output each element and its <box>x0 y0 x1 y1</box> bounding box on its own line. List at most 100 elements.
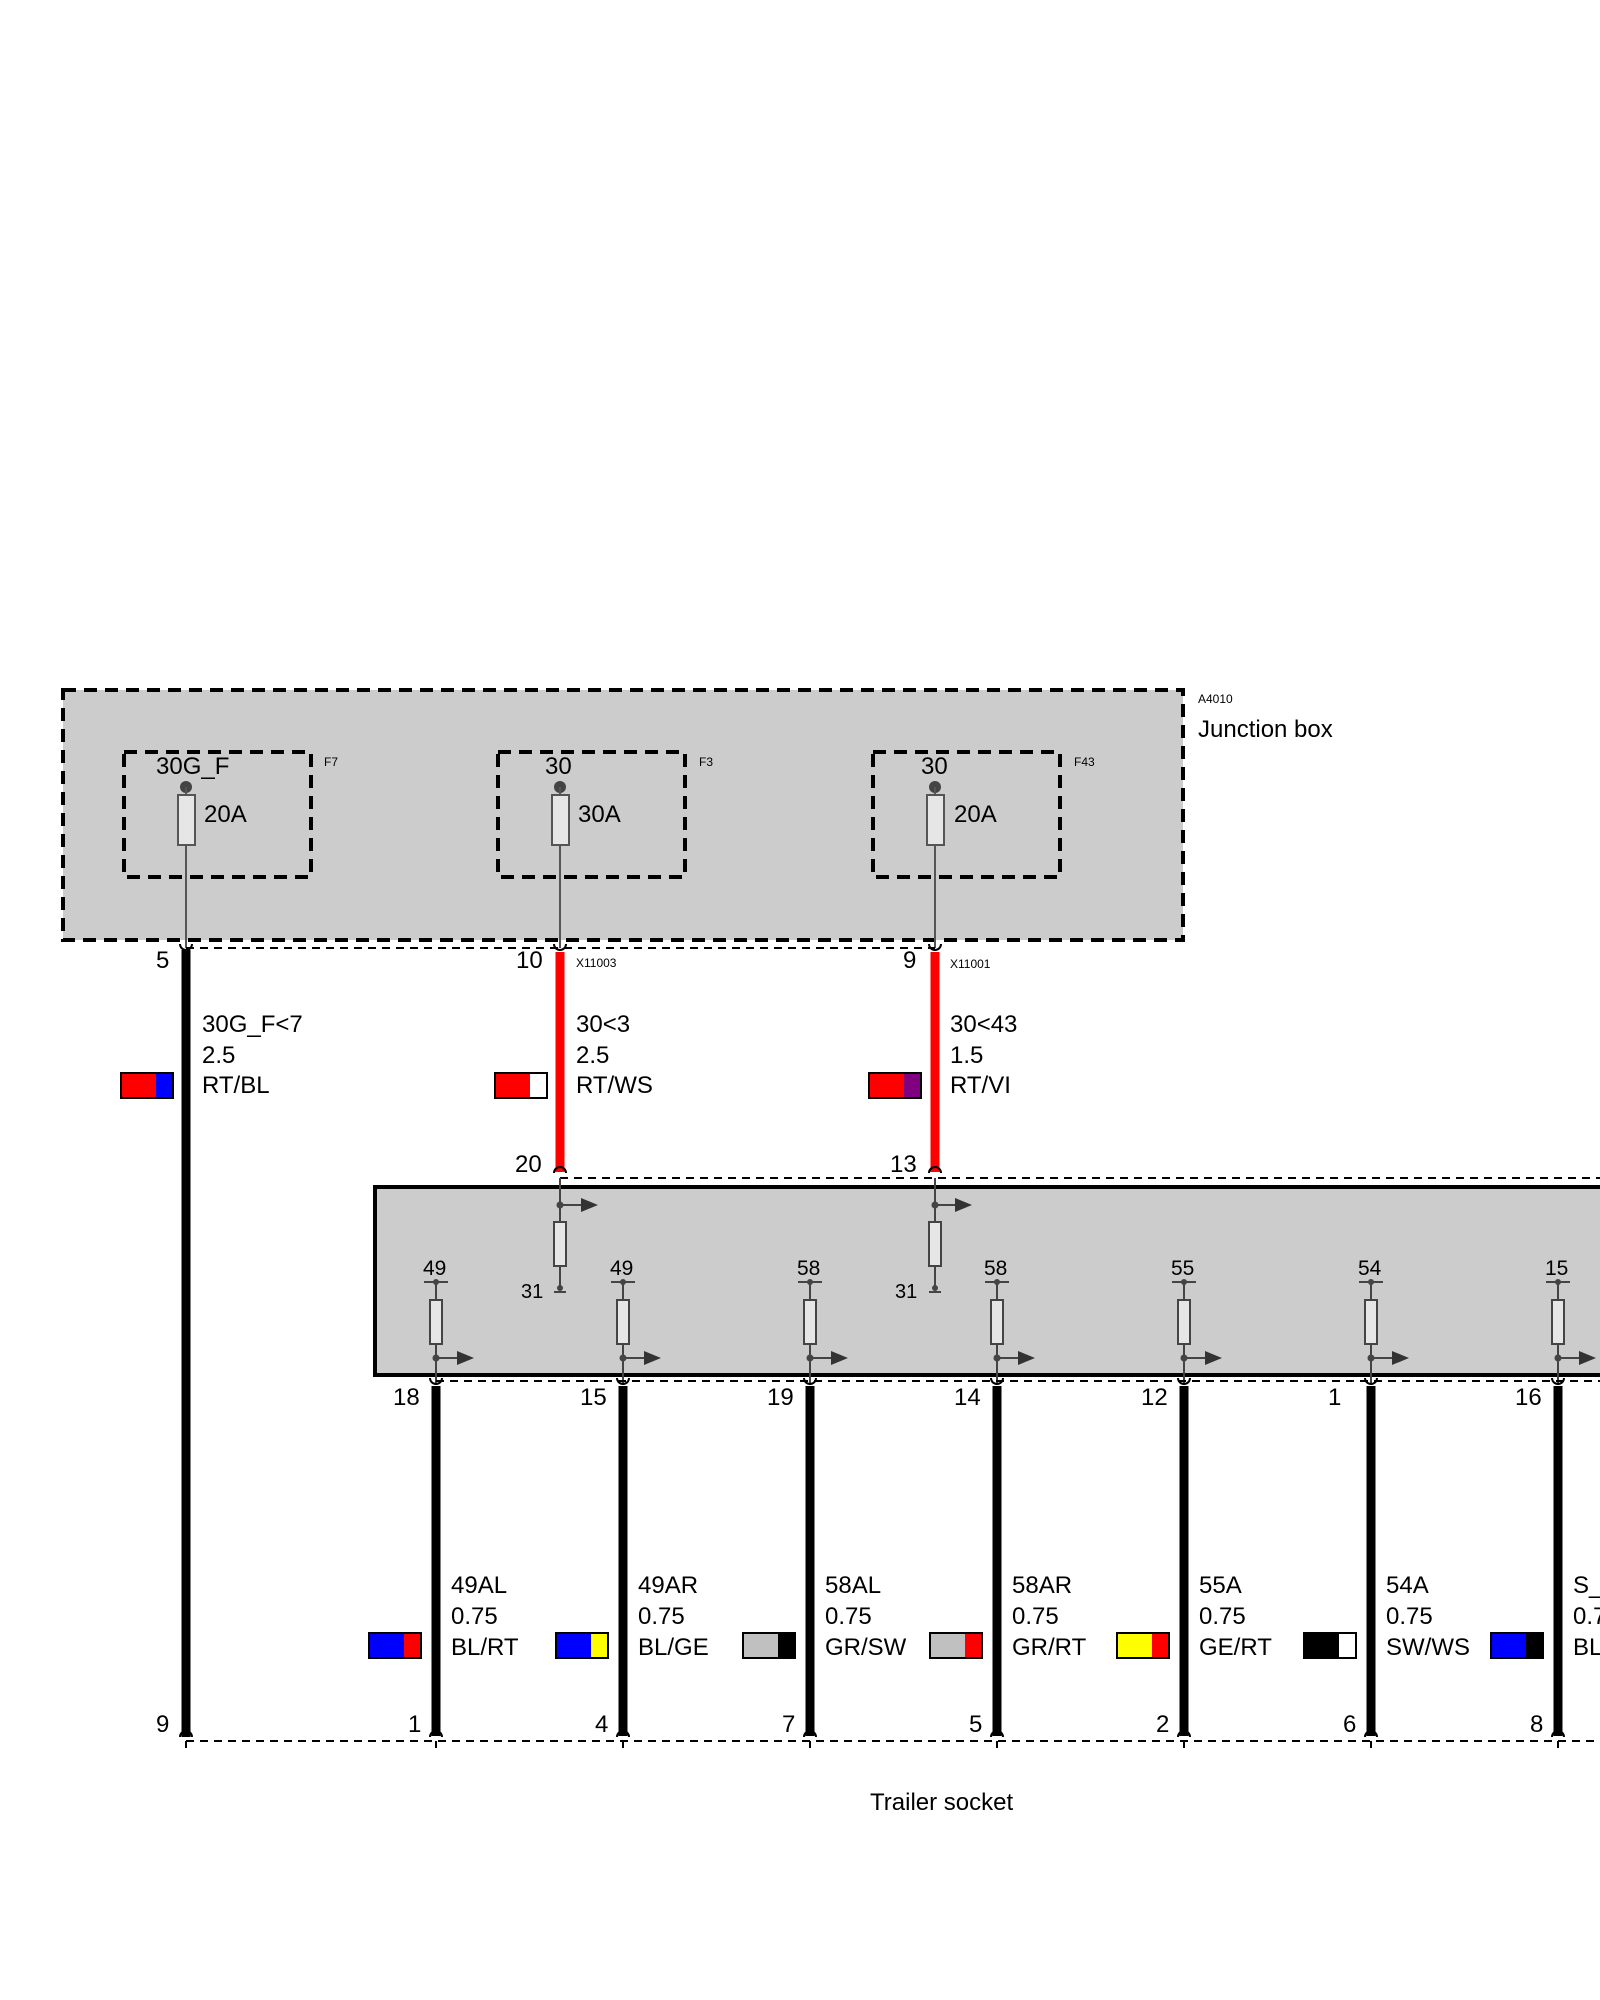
pin-number: 15 <box>580 1384 607 1411</box>
pin-number: 5 <box>156 947 169 974</box>
fuse-id-label: F3 <box>699 755 713 769</box>
pin-number: 1 <box>1328 1384 1341 1411</box>
socket-pin-number: 7 <box>782 1711 795 1738</box>
wire-color-code: RT/VI <box>950 1072 1011 1099</box>
junction-box-code: A4010 <box>1198 692 1233 706</box>
ground-label: 31 <box>521 1281 543 1303</box>
pin-number: 12 <box>1141 1384 1168 1411</box>
resistor-icon <box>1551 1299 1565 1345</box>
socket-pin-number: 1 <box>408 1711 421 1738</box>
wire-30-43: 9 X11001 30<43 1.5 RT/VI 13 <box>868 943 1017 1178</box>
wire-signal: 55A <box>1199 1572 1242 1599</box>
connector-id: X11003 <box>576 956 617 970</box>
wire-size: 0.75 <box>1012 1603 1059 1630</box>
arrow-icon <box>1205 1351 1222 1365</box>
output-terminal-label: 15 <box>1545 1257 1568 1280</box>
wire-color-swatch <box>868 1072 922 1099</box>
trailer-socket-title: Trailer socket <box>870 1789 1013 1816</box>
wire-signal: 58AL <box>825 1572 881 1599</box>
trailer-socket: 9 Trailer socket <box>156 1711 1600 1816</box>
junction-box: A4010 Junction box F7 30G_F 20A F3 30 30… <box>61 688 1333 948</box>
fuse-rating-label: 20A <box>954 801 997 828</box>
socket-pin-number: 6 <box>1343 1711 1356 1738</box>
module-output-49ar: 49 <box>610 1257 661 1385</box>
resistor-icon <box>1177 1299 1191 1345</box>
fuse-terminal-label: 30G_F <box>156 753 229 780</box>
module-output-49al: 49 <box>423 1257 474 1385</box>
connector-pin-icon <box>928 943 942 951</box>
wire-signal: 58AR <box>1012 1572 1072 1599</box>
wire-size: 0.75 <box>825 1603 872 1630</box>
connector-pin-icon <box>553 943 567 951</box>
wire-color-code: BL/RT <box>451 1634 519 1661</box>
socket-pin-icon <box>803 1730 817 1738</box>
wire-size: 2.5 <box>576 1042 609 1069</box>
socket-pin-number: 8 <box>1530 1711 1543 1738</box>
pin-number: 19 <box>767 1384 794 1411</box>
output-terminal-label: 54 <box>1358 1257 1382 1280</box>
wire-color-swatch <box>368 1632 422 1659</box>
resistor-icon <box>803 1299 817 1345</box>
socket-pin-icon <box>616 1730 630 1738</box>
socket-pin-icon <box>429 1730 443 1738</box>
output-terminal-label: 58 <box>797 1257 820 1280</box>
module-outputs: 49 49 58 58 55 54 15 <box>423 1257 1596 1385</box>
arrow-icon <box>1392 1351 1409 1365</box>
wire-size: 1.5 <box>950 1042 983 1069</box>
wire-color-code: GE/RT <box>1199 1634 1272 1661</box>
wire-color-swatch <box>1116 1632 1170 1659</box>
wire-color-swatch <box>120 1072 174 1099</box>
connector-pin-icon <box>553 1166 567 1174</box>
connector-pin-icon <box>1177 1377 1191 1385</box>
socket-pin-number: 9 <box>156 1711 169 1738</box>
wire-signal: 30G_F<7 <box>202 1011 303 1038</box>
arrow-icon <box>644 1351 661 1365</box>
connector-pin-icon <box>928 1166 942 1174</box>
junction-box-title: Junction box <box>1198 716 1333 743</box>
wire-size: 0.75 <box>1386 1603 1433 1630</box>
pin-number: 20 <box>515 1151 542 1178</box>
module-output-58ar: 58 <box>984 1257 1035 1385</box>
fuse-element-icon <box>177 794 196 846</box>
socket-pin-icon <box>179 1730 193 1738</box>
module-output-55a: 55 <box>1171 1257 1222 1385</box>
connector-pin-icon <box>616 1377 630 1385</box>
arrow-icon <box>581 1198 598 1212</box>
resistor-icon <box>429 1299 443 1345</box>
fuse-id-label: F7 <box>324 755 338 769</box>
arrow-icon <box>955 1198 972 1212</box>
wire-signal: 30<3 <box>576 1011 630 1038</box>
arrow-icon <box>1018 1351 1035 1365</box>
fuse-terminal-label: 30 <box>921 753 948 780</box>
wire-signal: S_ <box>1573 1572 1600 1599</box>
resistor-icon <box>928 1221 942 1267</box>
pin-number: 9 <box>903 947 916 974</box>
fuse-rating-label: 30A <box>578 801 621 828</box>
output-terminal-label: 49 <box>610 1257 633 1280</box>
module-supply-30-3: 31 <box>521 1178 598 1303</box>
module-output-54a: 54 <box>1358 1257 1409 1385</box>
socket-pin-number: 5 <box>969 1711 982 1738</box>
output-terminal-label: 49 <box>423 1257 446 1280</box>
arrow-icon <box>831 1351 848 1365</box>
connector-id: X11001 <box>950 957 991 971</box>
arrow-icon <box>1579 1351 1596 1365</box>
connector-pin-icon <box>1364 1377 1378 1385</box>
wire-color-swatch <box>494 1072 548 1099</box>
socket-pin-number: 4 <box>595 1711 608 1738</box>
wire-size: 2.5 <box>202 1042 235 1069</box>
wire-signal: 49AR <box>638 1572 698 1599</box>
fuse-terminal-label: 30 <box>545 753 572 780</box>
socket-pin-icon <box>1551 1730 1565 1738</box>
wire-color-code: BL/GE <box>638 1634 709 1661</box>
wire-color-swatch <box>555 1632 609 1659</box>
fuse-f43: F43 30 20A <box>871 750 1095 948</box>
wire-color-swatch <box>1303 1632 1357 1659</box>
wire-color-swatch <box>742 1632 796 1659</box>
wire-color-code: GR/SW <box>825 1634 907 1661</box>
wire-signal: 54A <box>1386 1572 1429 1599</box>
module-supply-30-43: 31 <box>895 1178 972 1303</box>
